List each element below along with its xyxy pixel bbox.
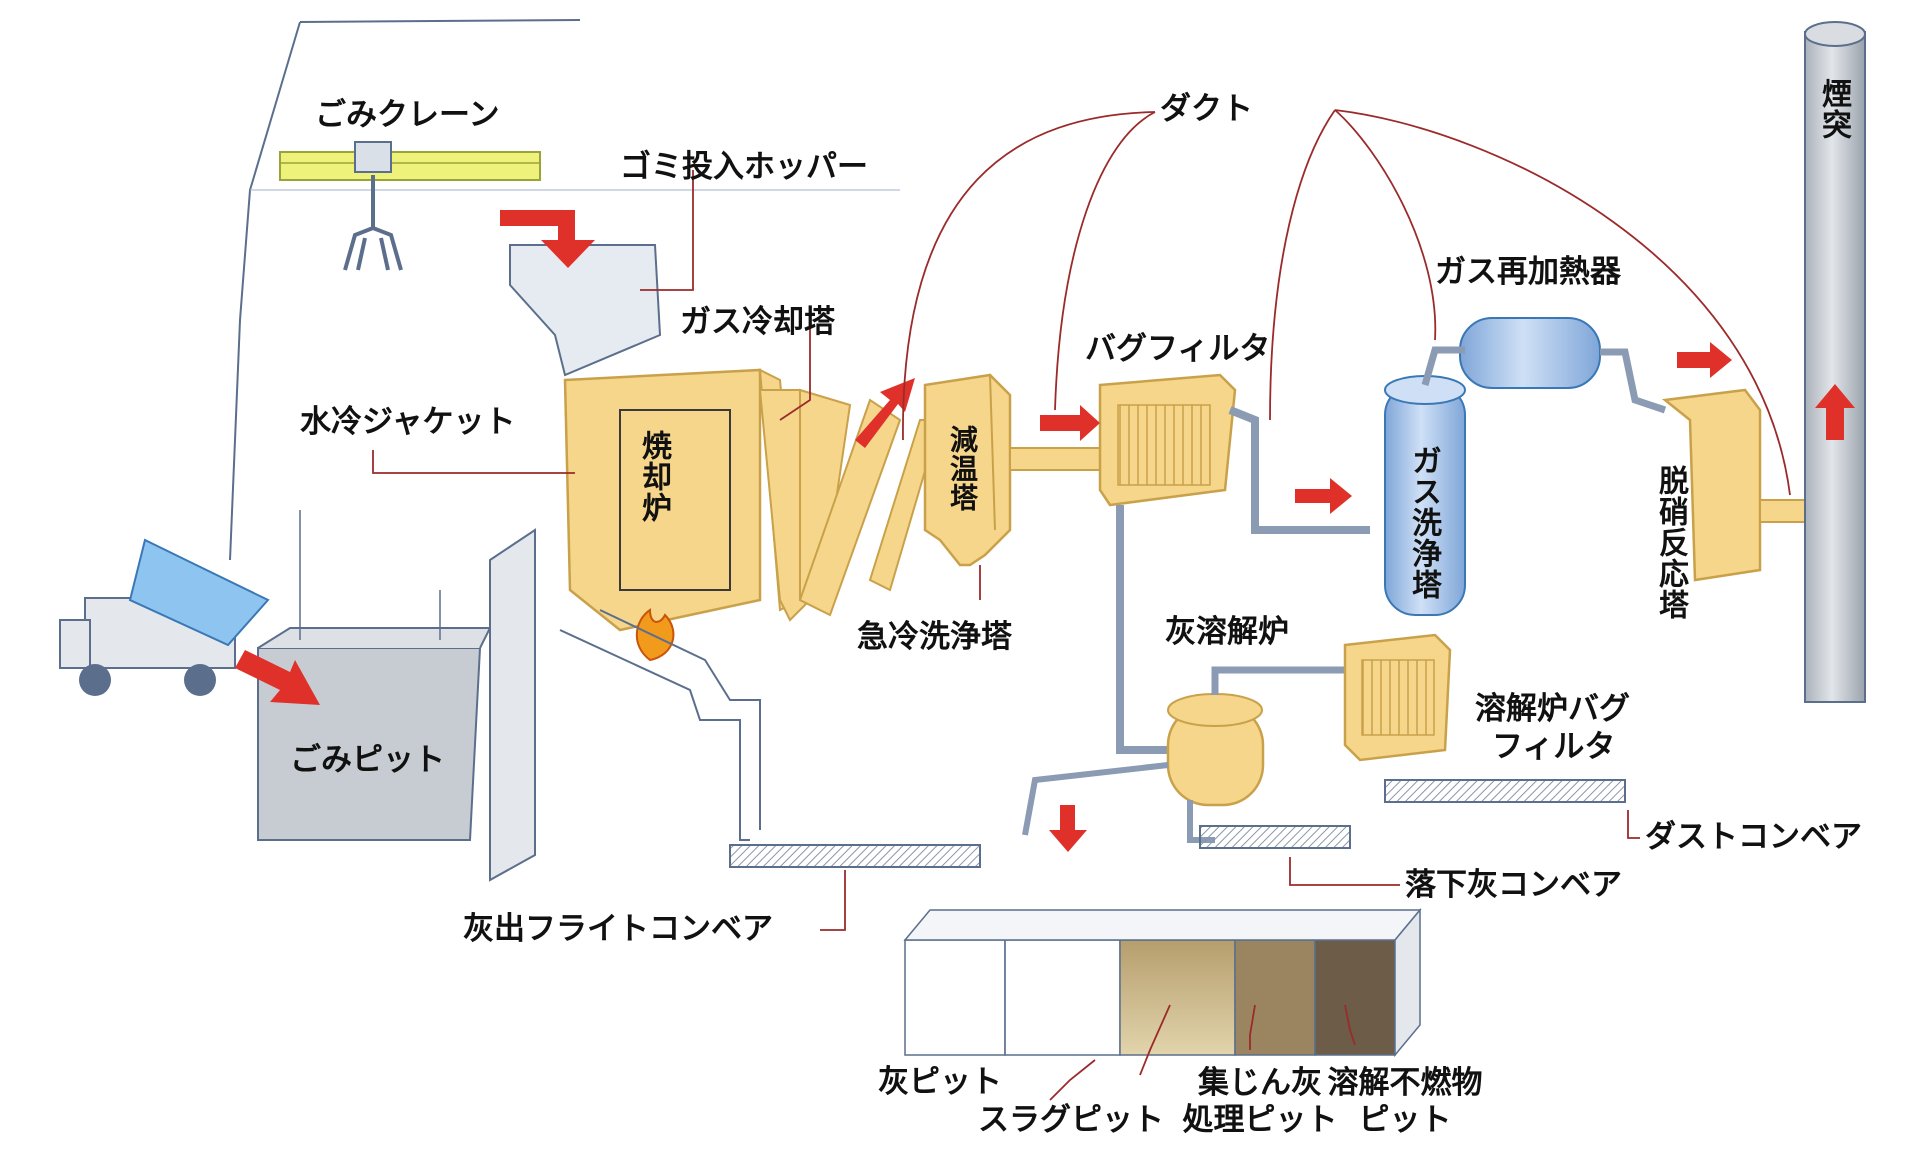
gas-scrubber: [1384, 375, 1466, 616]
label-chimney: 煙突: [1816, 78, 1851, 140]
label-melting-bag-filter-line2: フィルタ: [1492, 729, 1616, 765]
label-ash-melting-furnace: 灰溶解炉: [1165, 614, 1289, 650]
ash-chute: [559, 609, 761, 841]
gas-reheater: [1421, 317, 1667, 414]
temp-reduction-tower: [923, 373, 1012, 567]
divider-wall: [489, 528, 536, 882]
ash-melting-furnace: [1166, 666, 1345, 843]
arrow-up-chimney: [1815, 384, 1855, 440]
garbage-truck: [59, 538, 270, 696]
melting-bag-filter: [1343, 633, 1452, 762]
label-gomi-crane: ごみクレーン: [315, 97, 500, 133]
label-incinerator: 焼却炉: [636, 430, 671, 523]
arrow-to-gas-cooling: [855, 378, 915, 448]
arrow-down-to-ash-pit: [1049, 805, 1087, 852]
denitration-reactor: [1661, 388, 1811, 582]
arrow-to-scrubber: [1295, 478, 1352, 514]
gomi-crane: [279, 141, 541, 271]
chimney: [1804, 21, 1866, 703]
label-gas-scrubber: ガス洗浄塔: [1406, 445, 1441, 600]
label-quench-scrubber: 急冷洗浄塔: [857, 619, 1012, 655]
duct-leader-lines: [902, 109, 1791, 496]
label-dust-ash-pit-line1: 集じん灰: [1198, 1065, 1322, 1101]
pit-row: [903, 907, 1422, 1058]
label-leader-lines: [372, 170, 1640, 1101]
label-ash-pit: 灰ピット: [878, 1064, 1002, 1100]
label-duct: ダクト: [1160, 91, 1253, 127]
label-bag-filter: バグフィルタ: [1085, 331, 1271, 367]
pipe-bag-to-melting: [1116, 505, 1175, 754]
bag-filter: [1098, 373, 1237, 507]
label-melting-bag-filter-line1: 溶解炉バグ: [1475, 691, 1630, 727]
label-water-jacket: 水冷ジャケット: [300, 404, 516, 440]
dust-conveyor: [1384, 779, 1626, 803]
arrow-to-denitration: [1677, 342, 1732, 378]
arrow-into-hopper: [500, 210, 595, 268]
label-denitration-reactor: 脱硝反応塔: [1653, 465, 1688, 620]
label-temp-reduction-tower: 減温塔: [946, 425, 979, 512]
pipe-bag-to-scrubber: [1228, 406, 1370, 534]
flame-icon: [635, 608, 675, 662]
label-falling-ash-conveyor: 落下灰コンベア: [1405, 867, 1622, 903]
pipe-to-ash-pit: [1022, 762, 1169, 836]
label-slag-pit: スラグピット: [978, 1102, 1164, 1138]
label-gas-reheater: ガス再加熱器: [1435, 254, 1621, 290]
label-dust-conveyor: ダストコンベア: [1645, 819, 1862, 855]
incinerator: [563, 368, 902, 632]
label-incombustible-pit-line1: 溶解不燃物: [1327, 1065, 1483, 1101]
falling-ash-conveyor: [1199, 825, 1351, 849]
label-dust-ash-pit-line2: 処理ピット: [1182, 1102, 1338, 1138]
arrow-into-gomi-pit: [235, 650, 320, 705]
hopper: [509, 244, 662, 377]
duct-2: [1009, 447, 1101, 471]
arrow-to-bag-filter: [1040, 405, 1100, 441]
label-incombustible-pit-line2: ピット: [1358, 1102, 1452, 1138]
label-hopper: ゴミ投入ホッパー: [620, 149, 868, 185]
label-ash-flight-conveyor: 灰出フライトコンベア: [463, 911, 773, 947]
label-gomi-pit: ごみピット: [290, 742, 445, 778]
ash-flight-conveyor: [729, 844, 981, 868]
building-outline: [229, 19, 900, 561]
label-gas-cooling-tower: ガス冷却塔: [680, 304, 835, 340]
flow-arrows: [235, 210, 1855, 852]
